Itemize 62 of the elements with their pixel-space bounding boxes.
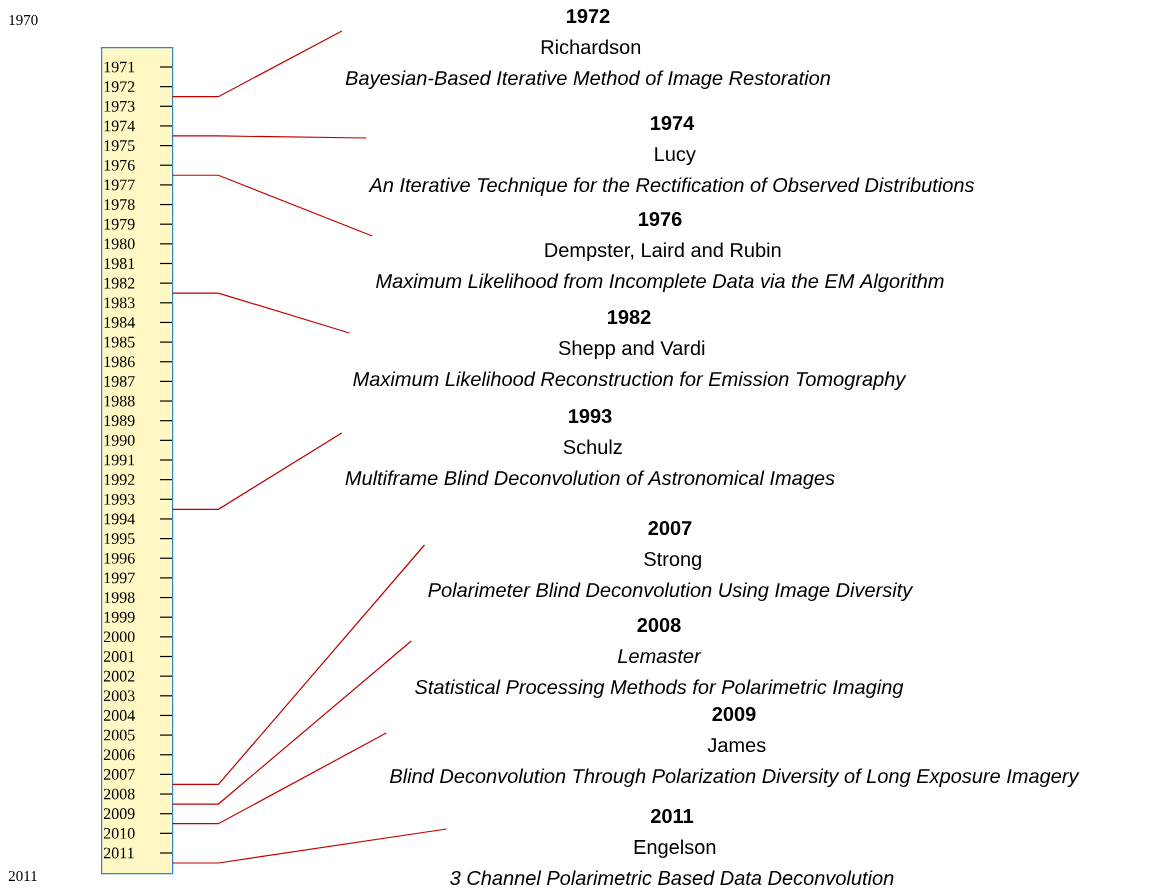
year-label: 1980 — [104, 238, 135, 250]
year-label: 1982 — [104, 277, 135, 289]
leader-line — [171, 174, 373, 237]
year-label: 1999 — [104, 611, 135, 623]
year-label: 1981 — [104, 258, 135, 269]
year-label: 2002 — [103, 670, 135, 682]
year-label: 1996 — [104, 552, 135, 564]
leader-line — [171, 732, 387, 825]
timeline-bar — [101, 47, 174, 875]
axis-end-label: 2011 — [8, 870, 37, 882]
year-label: 1998 — [104, 592, 135, 603]
timeline-entry: 1982 Shepp and Vardi Maximum Likelihood Reconstruction for Emission Tomography — [353, 309, 907, 391]
year-label: 1992 — [104, 474, 135, 485]
year-label: 2008 — [103, 788, 135, 800]
timeline-entry: 2007 Strong Polarimeter Blind Deconvolution Using Image Diversity — [428, 520, 914, 602]
axis-end-label: 1970 — [9, 14, 38, 26]
year-label: 1974 — [104, 120, 135, 132]
timeline-entry: 1972 Richardson Bayesian-Based Iterative Method of Image Restoration — [345, 8, 830, 90]
timeline-entry: 2009 James Blind Deconvolution Through Polarization Diversity of Long Exposure Imagery — [390, 706, 1080, 788]
year-label: 2000 — [103, 631, 135, 643]
year-label: 2005 — [103, 729, 135, 741]
timeline-entry: 1993 Schulz Multiframe Blind Deconvolution of Astronomical Images — [345, 408, 835, 490]
year-label: 1976 — [104, 159, 135, 171]
year-label: 1990 — [104, 434, 135, 446]
timeline-entry: 2011 Engelson 3 Channel Polarimetric Based Data Deconvolution — [450, 808, 894, 886]
leader-line — [171, 30, 343, 98]
leader-line — [171, 640, 412, 805]
year-label: 1984 — [104, 317, 135, 328]
year-label: 1995 — [104, 533, 135, 544]
year-label: 1997 — [104, 572, 135, 584]
year-label: 1994 — [104, 513, 135, 525]
leader-line — [171, 432, 343, 510]
year-label: 1977 — [104, 179, 135, 191]
leader-line — [171, 135, 367, 139]
leader-line — [171, 828, 448, 864]
year-label: 1973 — [104, 100, 135, 112]
year-label: 1971 — [104, 61, 135, 73]
year-label: 1987 — [104, 376, 135, 387]
year-label: 2001 — [103, 651, 135, 662]
year-label: 1978 — [104, 199, 135, 210]
year-label: 1989 — [104, 415, 135, 427]
timeline-entry: 2008 Lemaster Statistical Processing Methods for Polarimetric Imaging — [415, 617, 904, 699]
year-label: 1983 — [104, 297, 135, 309]
year-label: 1975 — [104, 140, 135, 151]
year-label: 1972 — [104, 81, 135, 92]
year-label: 1986 — [104, 356, 135, 368]
leader-line — [171, 292, 350, 334]
year-label: 2011 — [103, 847, 134, 859]
year-label: 2007 — [103, 769, 135, 780]
year-label: 2004 — [103, 710, 135, 721]
leader-line — [171, 544, 426, 785]
year-label: 1993 — [104, 493, 135, 505]
year-label: 2003 — [103, 690, 135, 702]
year-label: 1991 — [104, 454, 135, 466]
year-label: 2006 — [103, 749, 135, 761]
timeline-entry: 1974 Lucy An Iterative Technique for the Rectification of Observed Distributions — [368, 115, 975, 197]
year-label: 1979 — [104, 218, 135, 230]
year-label: 2009 — [103, 808, 135, 820]
year-label: 2010 — [103, 827, 135, 839]
year-label: 1988 — [104, 395, 135, 407]
timeline-entry: 1976 Dempster, Laird and Rubin Maximum Likelihood from Incomplete Data via the EM Algorithm — [376, 211, 944, 293]
year-label: 1985 — [104, 336, 135, 348]
